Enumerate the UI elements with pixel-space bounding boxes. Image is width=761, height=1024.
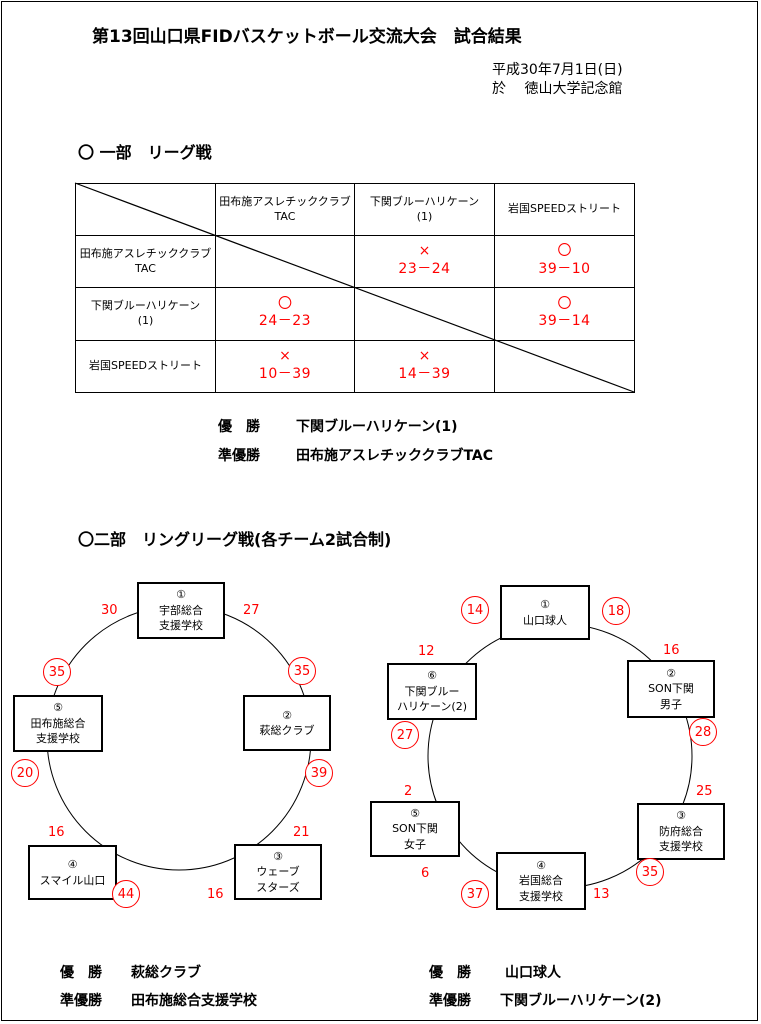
right-score: 16	[663, 643, 680, 658]
event-date: 平成30年7月1日(日)	[492, 62, 623, 78]
right-score: 13	[593, 887, 610, 902]
right-team-node: ② SON下関 男子	[627, 660, 715, 718]
left-circled-score: 35	[288, 657, 316, 685]
right-score: 25	[696, 784, 713, 799]
right-team-node: ③ 防府総合 支援学校	[637, 803, 725, 860]
left-score: 27	[243, 603, 260, 618]
page-title: 第13回山口県FIDバスケットボール交流大会 試合結果	[92, 27, 522, 47]
div2-left-winner: 萩総クラブ	[131, 965, 201, 981]
div1-runner: 田布施アスレチッククラブTAC	[296, 448, 494, 464]
right-circled-score: 28	[689, 718, 717, 746]
left-team-node: ④ スマイル山口	[28, 845, 117, 900]
right-team-node: ⑥ 下関ブルー ハリケーン(2)	[387, 663, 477, 720]
div2-right-runner-label: 準優勝	[429, 993, 471, 1009]
div2-right-runner: 下関ブルーハリケーン(2)	[500, 993, 662, 1009]
div2-right-winner: 山口球人	[505, 965, 561, 981]
left-team-node: ⑤ 田布施総合 支援学校	[13, 695, 103, 752]
left-circled-score: 35	[43, 658, 71, 686]
left-score: 16	[207, 887, 224, 902]
left-team-node: ② 萩総クラブ	[243, 695, 331, 751]
left-score: 30	[101, 603, 118, 618]
left-circled-score: 39	[305, 759, 333, 787]
right-circled-score: 37	[461, 880, 489, 908]
left-circled-score: 20	[11, 759, 39, 787]
div1-winner-label: 優 勝	[218, 419, 260, 435]
left-score: 16	[48, 825, 65, 840]
right-team-node: ① 山口球人	[500, 585, 590, 640]
right-team-node: ④ 岩国総合 支援学校	[496, 852, 586, 910]
right-circled-score: 27	[391, 721, 419, 749]
right-score: 6	[421, 866, 430, 881]
event-venue: 於 徳山大学記念館	[492, 81, 623, 97]
right-score: 2	[404, 784, 413, 799]
right-circled-score: 35	[636, 858, 664, 886]
div2-left-runner: 田布施総合支援学校	[131, 993, 257, 1009]
right-circled-score: 18	[602, 597, 630, 625]
div1-runner-label: 準優勝	[218, 448, 260, 464]
left-score: 21	[293, 825, 310, 840]
div1-winner: 下関ブルーハリケーン(1)	[296, 419, 458, 435]
right-team-node: ⑤ SON下関 女子	[370, 801, 460, 857]
div2-right-winner-label: 優 勝	[429, 965, 471, 981]
left-circled-score: 44	[112, 880, 140, 908]
div2-left-runner-label: 準優勝	[60, 993, 102, 1009]
left-team-node: ① 宇部総合 支援学校	[137, 582, 225, 639]
div2-heading: 〇二部 リングリーグ戦(各チーム2試合制)	[78, 530, 392, 549]
right-circled-score: 14	[461, 596, 489, 624]
left-team-node: ③ ウェーブ スターズ	[234, 844, 322, 900]
div1-heading: 〇 一部 リーグ戦	[78, 143, 212, 162]
div2-left-winner-label: 優 勝	[60, 965, 102, 981]
right-score: 12	[418, 644, 435, 659]
